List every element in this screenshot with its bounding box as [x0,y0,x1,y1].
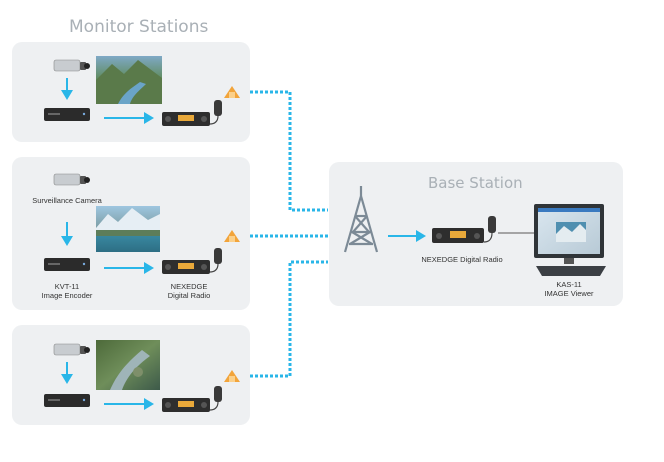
camera-image-mountain-river [96,56,162,104]
radio-icon [162,100,222,126]
camera-image-lake [96,206,160,252]
viewer-label: KAS-11 IMAGE Viewer [544,280,594,298]
station-2 [44,173,240,274]
base-station-title: Base Station [428,174,523,192]
encoder-icon [44,108,90,121]
signal-icon [224,370,240,382]
base-station [343,186,606,276]
base-radio-label: NEXEDGE Digital Radio [421,255,503,264]
camera-icon [53,173,90,186]
link-station-1 [250,90,328,212]
radio-links [250,90,328,378]
encoder-label: KVT-11 Image Encoder [41,282,93,300]
monitor-stations-title: Monitor Stations [69,17,209,37]
radio-icon [162,386,222,412]
camera-label: Surveillance Camera [32,196,102,205]
encoder-icon [44,394,90,407]
antenna-tower-icon [343,186,379,253]
encoder-icon [44,258,90,271]
camera-image-aerial [96,340,160,390]
link-station-3 [250,260,328,378]
camera-icon [53,343,90,356]
monitor-icon [534,204,606,276]
signal-icon [224,230,240,242]
camera-icon [53,59,90,72]
radio-icon [162,248,222,274]
station-1 [44,56,240,126]
base-radio-icon [432,216,496,243]
signal-icon [224,86,240,98]
station-3 [44,340,240,412]
radio-label: NEXEDGE Digital Radio [167,282,211,300]
